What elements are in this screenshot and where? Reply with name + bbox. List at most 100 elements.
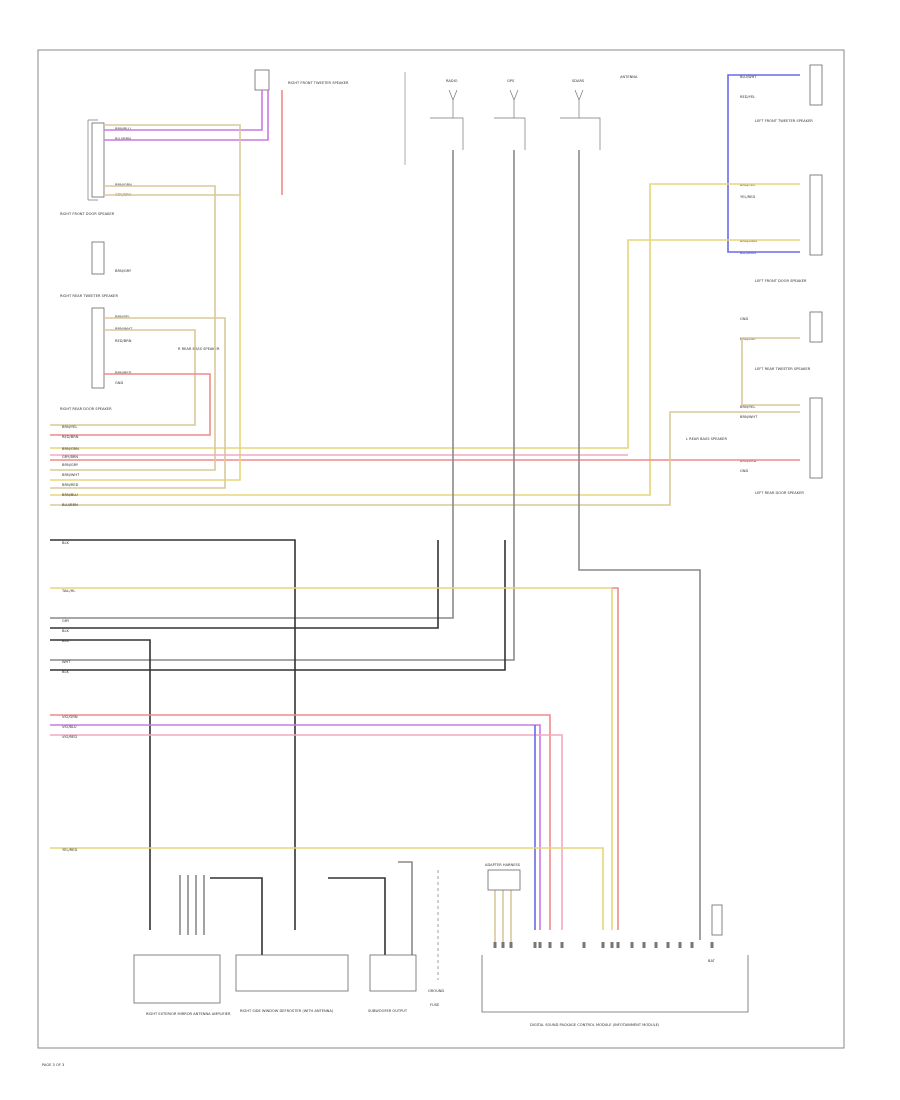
svg-text:BRN/WHT: BRN/WHT: [62, 473, 80, 477]
rf-door-speaker: BRN/BLU BLU/BRN BRN/GRN GRY/BRN RIGHT FR…: [60, 119, 132, 216]
svg-text:GND: GND: [115, 381, 123, 385]
module-dsp-control: DIGITAL SOUND PACKAGE CONTROL MODULE (IN…: [481, 955, 749, 1027]
svg-text:BRN/GRN: BRN/GRN: [62, 447, 79, 451]
svg-text:RIGHT EXTERIOR MIRROR ANTENNA: RIGHT EXTERIOR MIRROR ANTENNA AMPLIFIER: [146, 1012, 231, 1016]
dsp-pin: [610, 942, 614, 948]
dsp-pin: [616, 942, 620, 948]
module-fuse: FUSE: [430, 1003, 440, 1007]
svg-text:GND: GND: [740, 317, 748, 321]
module-window-defroster: RIGHT SIDE WINDOW DEFROSTER (WITH ANTENN…: [235, 954, 349, 1013]
dsp-pin-row: [493, 942, 714, 948]
rf-tweeter-speaker: RIGHT FRONT TWEETER SPEAKER: [254, 69, 349, 91]
dsp-pin: [666, 942, 670, 948]
svg-text:BRN/WHT: BRN/WHT: [740, 415, 758, 419]
svg-text:RIGHT SIDE WINDOW DEFROSTER (W: RIGHT SIDE WINDOW DEFROSTER (WITH ANTENN…: [240, 1009, 334, 1013]
svg-text:BLU/BRN: BLU/BRN: [62, 503, 78, 507]
svg-text:LEFT REAR TWEETER SPEAKER: LEFT REAR TWEETER SPEAKER: [755, 367, 811, 371]
dsp-pin: [493, 942, 497, 948]
dsp-pin: [501, 942, 505, 948]
dsp-pin: [654, 942, 658, 948]
svg-text:SDARS: SDARS: [572, 79, 585, 83]
lr-door-speaker: BRN/YEL BRN/WHT BRN/RED GND LEFT REAR DO…: [740, 397, 823, 495]
svg-text:ANTENNA: ANTENNA: [620, 75, 638, 79]
dsp-pin: [601, 942, 605, 948]
svg-text:YEL/RED: YEL/RED: [62, 848, 77, 852]
svg-text:DIGITAL SOUND PACKAGE CONTROL: DIGITAL SOUND PACKAGE CONTROL MODULE (IN…: [530, 1023, 660, 1027]
svg-text:BRN/GRN: BRN/GRN: [115, 183, 132, 187]
svg-text:WHT: WHT: [62, 660, 71, 664]
lf-tweeter-speaker: BLU/WHT RED/YEL LEFT FRONT TWEETER SPEAK…: [740, 64, 823, 123]
svg-text:BRN/YEL: BRN/YEL: [740, 183, 755, 187]
svg-text:GRY: GRY: [62, 619, 70, 623]
svg-text:BAT: BAT: [708, 959, 716, 963]
dsp-pin: [560, 942, 564, 948]
lr-bass-label: L REAR BASS SPEAKER: [686, 437, 727, 441]
diagram-frame: [37, 49, 845, 1049]
dsp-pin: [710, 942, 714, 948]
rr-bass-label: R REAR BASS SPEAKER: [178, 347, 220, 351]
svg-text:BLK: BLK: [62, 639, 69, 643]
dsp-pin: [538, 942, 542, 948]
dsp-pin: [582, 942, 586, 948]
svg-text:BLU/BRN: BLU/BRN: [740, 251, 756, 255]
rr-tweeter-speaker: BRN/GRY RIGHT REAR TWEETER SPEAKER: [60, 241, 132, 298]
svg-text:LEFT FRONT DOOR SPEAKER: LEFT FRONT DOOR SPEAKER: [755, 279, 807, 283]
module-subwoofer: SUBWOOFER OUTPUT: [368, 954, 417, 1013]
dsp-pin: [690, 942, 694, 948]
dsp-pin: [509, 942, 513, 948]
svg-text:BRN/GRY: BRN/GRY: [115, 269, 132, 273]
svg-text:RED/YEL: RED/YEL: [740, 95, 755, 99]
svg-text:BRN/GRY: BRN/GRY: [740, 337, 757, 341]
dsp-pin: [642, 942, 646, 948]
svg-text:BLK: BLK: [62, 629, 69, 633]
rr-door-speaker: BRN/YEL BRN/WHT RED/BRN BRN/RED GND RIGH…: [60, 307, 133, 411]
ground-label: GROUND: [428, 989, 444, 993]
svg-text:BRN/YEL: BRN/YEL: [62, 425, 77, 429]
svg-text:YEL/RED: YEL/RED: [740, 195, 755, 199]
svg-text:GND: GND: [740, 469, 748, 473]
svg-text:GPS: GPS: [507, 79, 515, 83]
svg-text:VIO/RED: VIO/RED: [62, 735, 77, 739]
antenna-gps: GPS: [494, 79, 526, 150]
svg-text:RIGHT FRONT TWEETER SPEAKER: RIGHT FRONT TWEETER SPEAKER: [288, 81, 349, 85]
svg-text:BRN/YEL: BRN/YEL: [740, 405, 755, 409]
svg-text:RADIO: RADIO: [446, 79, 458, 83]
svg-text:LEFT REAR DOOR SPEAKER: LEFT REAR DOOR SPEAKER: [755, 491, 804, 495]
svg-text:RIGHT REAR TWEETER SPEAKER: RIGHT REAR TWEETER SPEAKER: [60, 294, 118, 298]
dsp-pin: [630, 942, 634, 948]
dsp-pin: [533, 942, 537, 948]
svg-text:RIGHT FRONT DOOR SPEAKER: RIGHT FRONT DOOR SPEAKER: [60, 212, 115, 216]
svg-text:BRN/GRN: BRN/GRN: [740, 239, 757, 243]
svg-text:BLK: BLK: [62, 670, 69, 674]
dsp-pin: [678, 942, 682, 948]
svg-text:BLK: BLK: [62, 541, 69, 545]
svg-text:GRY/BRN: GRY/BRN: [62, 455, 78, 459]
svg-text:BRN/RED: BRN/RED: [740, 459, 757, 463]
page-number: PAGE 3 OF 3: [42, 1063, 64, 1067]
svg-text:BRN/WHT: BRN/WHT: [115, 327, 133, 331]
dsp-pin: [548, 942, 552, 948]
harness-left-labels: BRN/YEL RED/BRN BRN/GRN GRY/BRN BRN/GRY …: [61, 425, 80, 852]
svg-text:SUBWOOFER OUTPUT: SUBWOOFER OUTPUT: [368, 1009, 408, 1013]
svg-text:BRN/RED: BRN/RED: [62, 483, 79, 487]
antenna-group: ANTENNA RADIO GPS SDARS: [404, 72, 638, 165]
svg-text:BRN/YEL: BRN/YEL: [115, 315, 130, 319]
svg-text:BRN/GRY: BRN/GRY: [62, 463, 79, 467]
svg-text:VIO/BLU: VIO/BLU: [62, 725, 77, 729]
svg-text:LEFT FRONT TWEETER SPEAKER: LEFT FRONT TWEETER SPEAKER: [755, 119, 813, 123]
bat-fuse: BAT: [708, 904, 723, 963]
svg-text:BLU/WHT: BLU/WHT: [740, 75, 757, 79]
svg-text:BRN/BLU: BRN/BLU: [115, 127, 131, 131]
svg-text:RED/BRN: RED/BRN: [62, 435, 79, 439]
svg-text:BRN/BLU: BRN/BLU: [62, 493, 78, 497]
lf-door-speaker: BRN/YEL YEL/RED BRN/GRN BLU/BRN LEFT FRO…: [740, 174, 823, 283]
svg-text:BLU/BRN: BLU/BRN: [115, 137, 131, 141]
svg-text:ADAPTER HARNESS: ADAPTER HARNESS: [485, 863, 521, 867]
svg-text:RIGHT REAR DOOR SPEAKER: RIGHT REAR DOOR SPEAKER: [60, 407, 112, 411]
svg-text:BRN/RED: BRN/RED: [115, 371, 132, 375]
connector-adapter-harness: ADAPTER HARNESS: [485, 863, 521, 891]
svg-text:FUSE: FUSE: [430, 1003, 440, 1007]
svg-text:TAIL/HL: TAIL/HL: [61, 589, 75, 593]
svg-text:VIO/GRN: VIO/GRN: [62, 715, 78, 719]
